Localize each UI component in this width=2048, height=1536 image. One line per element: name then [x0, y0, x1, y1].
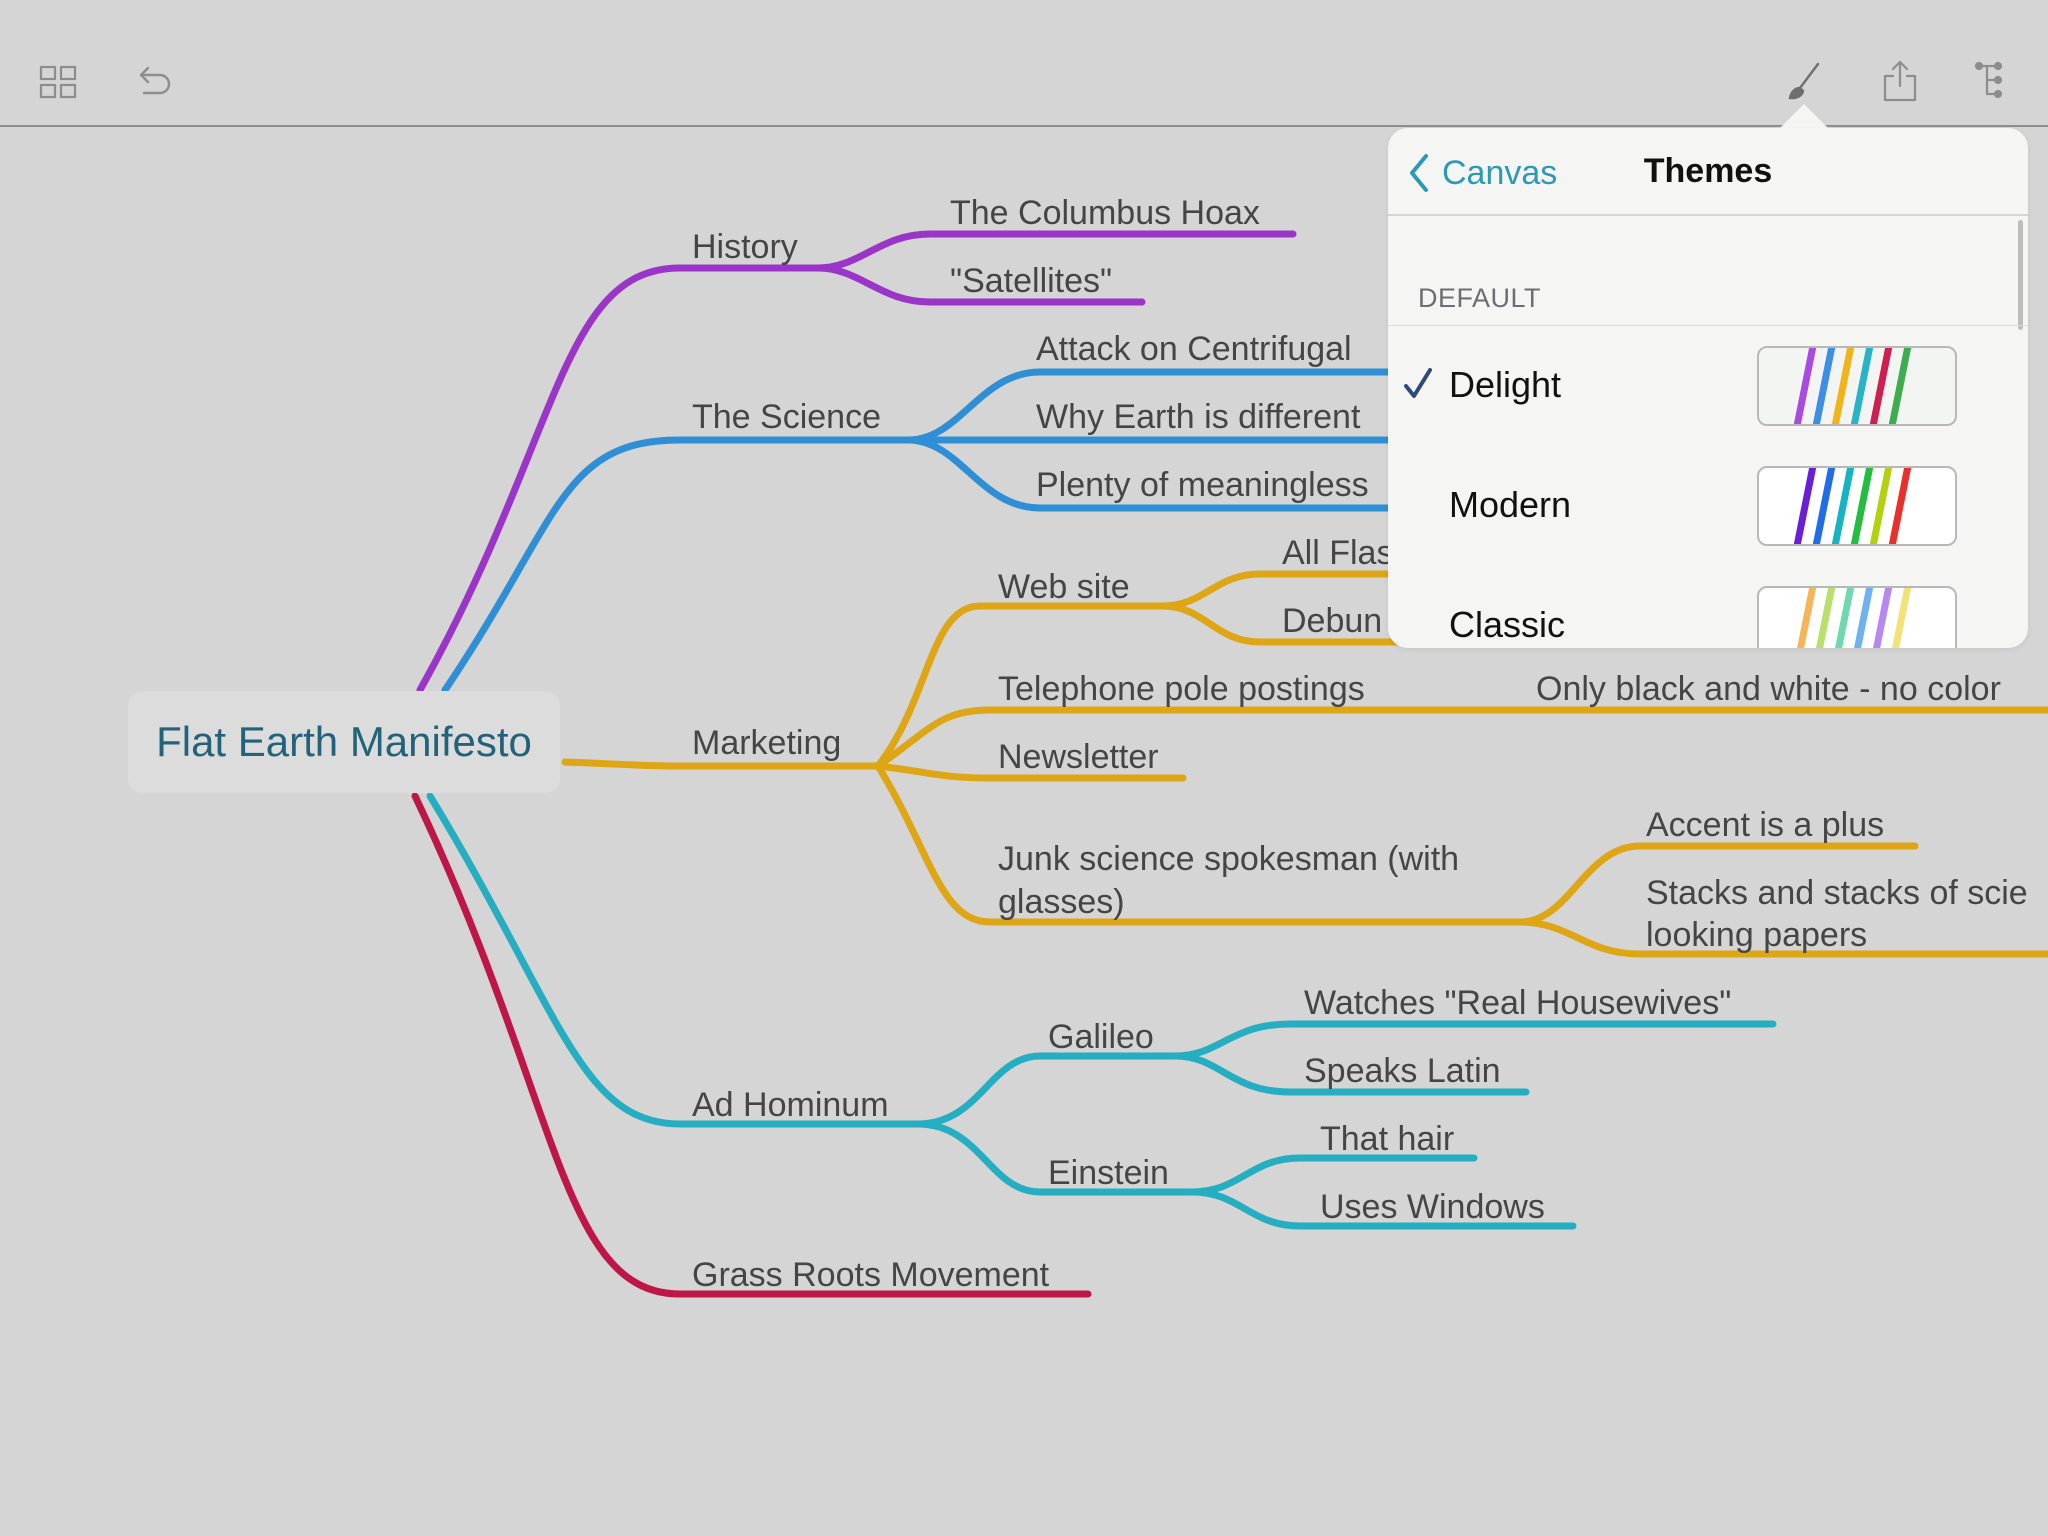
theme-row-classic[interactable]: Classic [1388, 566, 2028, 648]
section-header-default: DEFAULT [1418, 283, 1542, 313]
node-telephone-pole[interactable]: Telephone pole postings [998, 670, 1365, 708]
node-history[interactable]: History [692, 228, 798, 266]
popover-arrow [1778, 104, 1830, 130]
science-connectors [441, 368, 1404, 694]
node-columbus-hoax[interactable]: The Columbus Hoax [950, 194, 1260, 232]
node-junk-science-line2[interactable]: glasses) [998, 883, 1125, 921]
swatch-stripe [1888, 348, 1912, 424]
node-real-housewives[interactable]: Watches "Real Housewives" [1304, 984, 1731, 1022]
theme-row-delight[interactable]: Delight [1388, 326, 2028, 444]
node-black-white[interactable]: Only black and white - no color [1536, 670, 2001, 708]
back-button[interactable]: Canvas [1404, 150, 1557, 196]
swatch-stripe [1793, 348, 1817, 424]
swatch-stripe [1793, 468, 1817, 544]
node-attack-centrifugal[interactable]: Attack on Centrifugal [1036, 330, 1352, 368]
scrollbar[interactable] [2018, 220, 2023, 330]
toolbar [0, 0, 2048, 127]
grass-roots-connectors [411, 792, 1092, 1298]
theme-swatch [1757, 586, 1957, 648]
popover-header: Canvas Themes [1388, 128, 2028, 216]
swatch-stripe [1816, 588, 1836, 648]
theme-name: Delight [1449, 364, 1562, 405]
swatch-stripe [1892, 588, 1912, 648]
outline-icon[interactable] [1970, 58, 2018, 106]
swatch-stripe [1831, 468, 1855, 544]
node-newsletter[interactable]: Newsletter [998, 738, 1159, 776]
node-accent-plus[interactable]: Accent is a plus [1646, 806, 1884, 844]
swatch-stripe [1854, 588, 1874, 648]
popover-title: Themes [1643, 152, 1773, 190]
share-icon[interactable] [1876, 58, 1924, 106]
node-speaks-latin[interactable]: Speaks Latin [1304, 1052, 1501, 1090]
swatch-stripe [1850, 348, 1874, 424]
divider [1388, 325, 2028, 326]
swatch-stripe [1812, 348, 1836, 424]
swatch-stripe [1850, 468, 1874, 544]
swatch-stripe [1797, 588, 1817, 648]
theme-swatch [1757, 346, 1957, 426]
undo-icon[interactable] [130, 58, 178, 106]
node-stacks-papers-line2[interactable]: looking papers [1646, 916, 1867, 954]
node-junk-science-line1[interactable]: Junk science spokesman (with [998, 840, 1459, 878]
grid-icon[interactable] [34, 58, 82, 106]
node-stacks-papers-line1[interactable]: Stacks and stacks of scie [1646, 874, 2028, 912]
node-web-site[interactable]: Web site [998, 568, 1130, 606]
chevron-left-icon [1410, 154, 1428, 192]
ad-hominum-connectors [426, 792, 1777, 1230]
history-connectors [416, 230, 1297, 694]
theme-name: Modern [1449, 484, 1572, 525]
root-node[interactable]: Flat Earth Manifesto [128, 691, 560, 793]
node-ad-hominum[interactable]: Ad Hominum [692, 1086, 889, 1124]
swatch-stripe [1869, 348, 1893, 424]
node-debunk[interactable]: Debun [1282, 602, 1382, 640]
theme-row-modern[interactable]: Modern [1388, 446, 2028, 564]
node-grass-roots[interactable]: Grass Roots Movement [692, 1256, 1050, 1294]
swatch-stripe [1873, 588, 1893, 648]
node-all-flash[interactable]: All Flas [1282, 534, 1393, 572]
swatch-stripe [1835, 588, 1855, 648]
node-marketing[interactable]: Marketing [692, 724, 841, 762]
back-label: Canvas [1442, 153, 1558, 192]
marketing-connectors [561, 570, 2048, 958]
brush-icon[interactable] [1780, 58, 1828, 106]
swatch-stripe [1812, 468, 1836, 544]
swatch-stripe [1888, 468, 1912, 544]
node-einstein[interactable]: Einstein [1048, 1154, 1169, 1192]
theme-swatch [1757, 466, 1957, 546]
node-uses-windows[interactable]: Uses Windows [1320, 1188, 1545, 1226]
node-galileo[interactable]: Galileo [1048, 1018, 1154, 1056]
swatch-stripe [1869, 468, 1893, 544]
node-the-science[interactable]: The Science [692, 398, 881, 436]
node-why-earth-different[interactable]: Why Earth is different [1036, 398, 1361, 436]
checkmark-icon [1404, 368, 1432, 398]
swatch-stripe [1831, 348, 1855, 424]
themes-popover: Canvas Themes DEFAULT Delight Modern Cla… [1388, 128, 2028, 648]
node-that-hair[interactable]: That hair [1320, 1120, 1454, 1158]
theme-name: Classic [1449, 604, 1566, 645]
node-satellites[interactable]: "Satellites" [950, 262, 1112, 300]
node-plenty-meaningless[interactable]: Plenty of meaningless [1036, 466, 1369, 504]
